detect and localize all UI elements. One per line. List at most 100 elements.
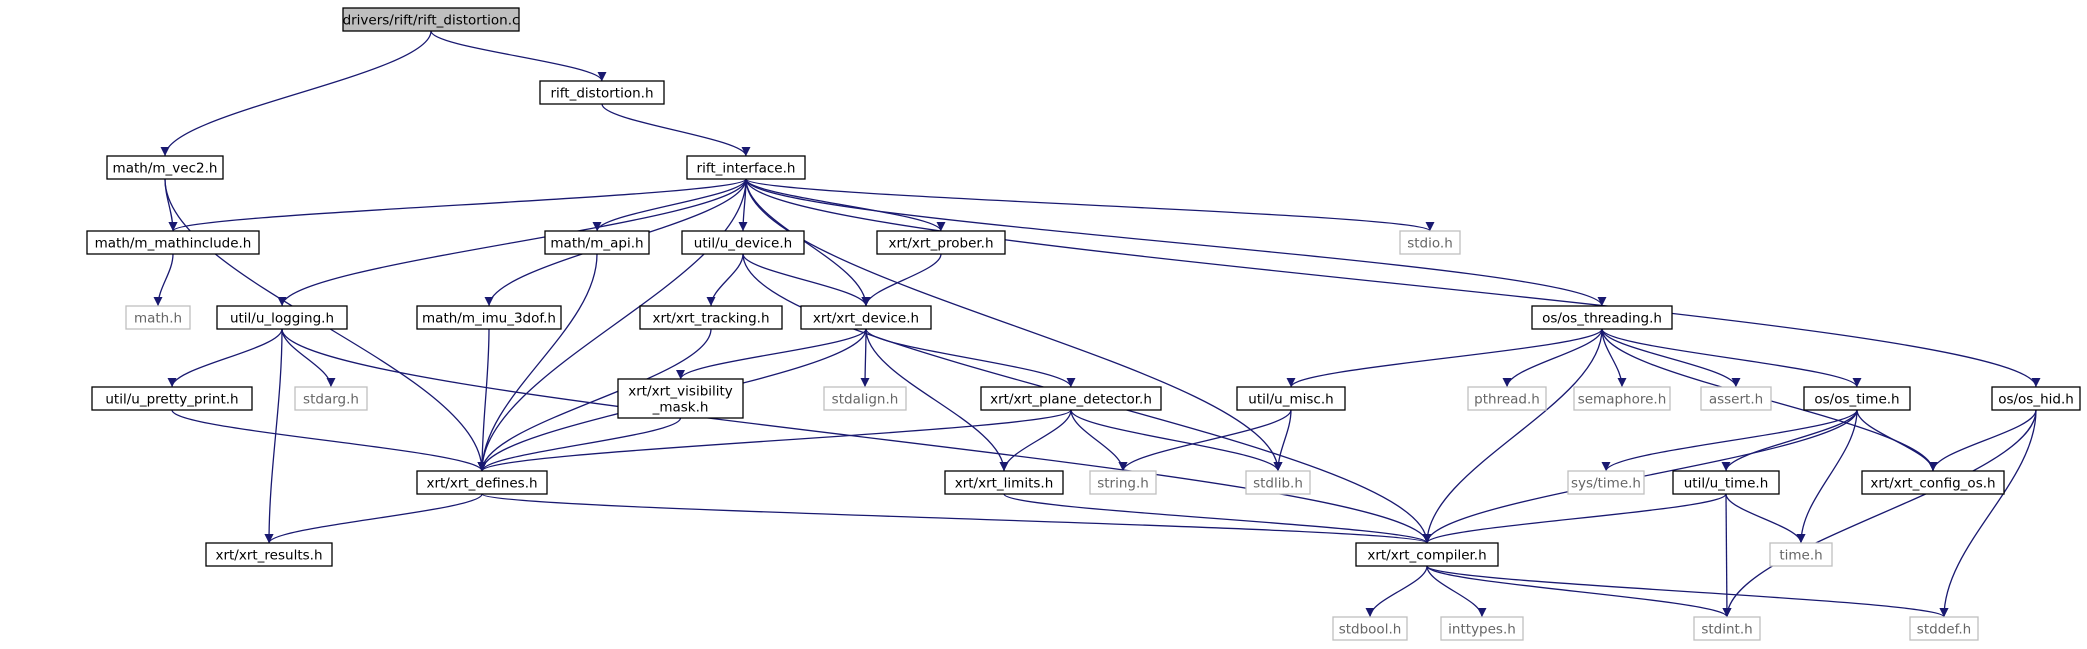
node-label: stdalign.h [832,392,899,408]
node-u-pretty-print-h[interactable]: util/u_pretty_print.h [91,386,253,411]
node-pthread-h: pthread.h [1467,386,1547,411]
node-box [1861,470,2005,495]
node-stdint-h: stdint.h [1693,616,1761,641]
edge-m-mathinclude-h-to-math-h [153,253,174,307]
node-label: xrt/xrt_results.h [215,548,322,564]
node-label: util/u_time.h [1684,476,1769,492]
node-u-logging-h[interactable]: util/u_logging.h [216,305,348,330]
node-label: pthread.h [1474,392,1540,408]
node-rift-distortion-h[interactable]: rift_distortion.h [539,80,665,105]
edge-rift-interface-h-to-stdio-h [745,178,1435,232]
node-label: xrt/xrt_limits.h [955,476,1054,492]
edge-xrt-plane-detector-h-to-string-h [1070,409,1128,472]
node-layer: drivers/rift/rift_distortion.c rift_disto… [86,7,2081,641]
edge-xrt-plane-detector-h-to-xrt-limits-h [999,409,1072,472]
node-math-h: math.h [125,305,191,330]
edge-xrt-plane-detector-h-to-stdlib-h [1070,409,1283,472]
edge-u-logging-h-to-stdarg-h [281,328,336,388]
edge-xrt-limits-h-to-xrt-compiler-h [1003,493,1432,544]
edge-layer [153,30,2041,618]
node-xrt-limits-h[interactable]: xrt/xrt_limits.h [944,470,1064,495]
node-stdarg-h: stdarg.h [294,386,368,411]
edge-xrt-defines-h-to-xrt-compiler-h [481,493,1431,544]
node-xrt-defines-h[interactable]: xrt/xrt_defines.h [416,470,548,495]
edge-u-time-h-to-stdint-h [1722,493,1732,618]
edge-os-threading-h-to-xrt-compiler-h [1422,328,1603,544]
node-label: xrt/xrt_plane_detector.h [990,392,1152,408]
node-label: rift_distortion.h [550,86,653,102]
node-label: stdint.h [1701,622,1752,638]
node-label: util/u_misc.h [1248,392,1333,408]
node-xrt-tracking-h[interactable]: xrt/xrt_tracking.h [639,305,783,330]
edge-rift-interface-h-to-u-logging-h [277,178,747,307]
node-box [1245,470,1311,495]
node-box [1769,542,1833,567]
node-label: stdbool.h [1339,622,1402,638]
node-xrt-results-h[interactable]: xrt/xrt_results.h [205,542,333,567]
node-box [1991,386,2081,411]
node-label: xrt/xrt_prober.h [888,236,993,252]
node-m-vec2-h[interactable]: math/m_vec2.h [106,155,224,180]
node-label: xrt/xrt_device.h [813,311,919,327]
node-label: xrt/xrt_visibility_mask.h [628,384,733,416]
node-semaphore-h: semaphore.h [1573,386,1671,411]
edge-m-api-h-to-xrt-defines-h [477,253,598,472]
node-os-hid-h[interactable]: os/os_hid.h [1991,386,2081,411]
node-box [1355,542,1499,567]
node-rift-interface-h[interactable]: rift_interface.h [686,155,806,180]
node-time-h: time.h [1769,542,1833,567]
node-m-api-h[interactable]: math/m_api.h [544,230,650,255]
node-u-time-h[interactable]: util/u_time.h [1672,470,1780,495]
node-box [980,386,1162,411]
node-sys-time-h: sys/time.h [1567,470,1645,495]
node-os-threading-h[interactable]: os/os_threading.h [1531,305,1673,330]
edge-rift-interface-h-to-m-mathinclude-h [168,178,747,232]
node-stddef-h: stddef.h [1909,616,1979,641]
node-box [205,542,333,567]
node-label: util/u_logging.h [230,311,334,327]
edge-xrt-compiler-h-to-stddef-h [1426,565,1949,618]
edge-rift-interface-h-to-stdlib-h [745,178,1283,472]
node-xrt-visibility-mask-h[interactable]: xrt/xrt_visibility_mask.h [617,378,744,419]
node-inttypes-h: inttypes.h [1440,616,1524,641]
node-xrt-config-os-h[interactable]: xrt/xrt_config_os.h [1861,470,2005,495]
node-m-imu-3dof-h[interactable]: math/m_imu_3dof.h [416,305,562,330]
edge-u-misc-h-to-string-h [1118,409,1292,472]
node-u-misc-h[interactable]: util/u_misc.h [1236,386,1346,411]
edge-xrt-device-h-to-xrt-plane-detector-h [865,328,1076,388]
node-box [617,378,744,419]
edge-os-threading-h-to-os-time-h [1601,328,1862,388]
node-box [800,305,932,330]
edge-u-device-h-to-xrt-tracking-h [706,253,744,307]
edge-os-threading-h-to-u-misc-h [1286,328,1603,388]
node-assert-h: assert.h [1700,386,1772,411]
edge-xrt-compiler-h-to-stdint-h [1426,565,1732,618]
node-box [106,155,224,180]
node-u-device-h[interactable]: util/u_device.h [681,230,805,255]
node-os-time-h[interactable]: os/os_time.h [1803,386,1911,411]
node-box [416,305,562,330]
node-xrt-plane-detector-h[interactable]: xrt/xrt_plane_detector.h [980,386,1162,411]
edge-rift-interface-h-to-m-api-h [592,178,747,232]
node-label: rift_interface.h [697,161,796,177]
node-label: stdlib.h [1253,476,1303,492]
edge-os-hid-h-to-stdint-h [1722,409,2037,618]
node-m-mathinclude-h[interactable]: math/m_mathinclude.h [86,230,260,255]
node-box [876,230,1006,255]
node-box [1440,616,1524,641]
edge-os-time-h-to-u-time-h [1721,409,1858,472]
node-rift-distortion-c[interactable]: drivers/rift/rift_distortion.c [342,7,520,32]
node-xrt-compiler-h[interactable]: xrt/xrt_compiler.h [1355,542,1499,567]
node-label: xrt/xrt_config_os.h [1870,476,1995,492]
node-label: string.h [1097,476,1149,492]
edge-xrt-device-h-to-stdalign-h [860,328,870,388]
node-label: util/u_pretty_print.h [105,392,238,408]
node-label: math/m_vec2.h [113,161,218,177]
edge-rift-interface-h-to-xrt-defines-h [477,178,747,472]
edge-xrt-prober-h-to-xrt-device-h [861,253,942,307]
edge-m-imu-3dof-h-to-xrt-defines-h [477,328,490,472]
node-label: xrt/xrt_compiler.h [1367,548,1486,564]
node-xrt-device-h[interactable]: xrt/xrt_device.h [800,305,932,330]
node-xrt-prober-h[interactable]: xrt/xrt_prober.h [876,230,1006,255]
edge-xrt-defines-h-to-xrt-results-h [264,493,483,544]
